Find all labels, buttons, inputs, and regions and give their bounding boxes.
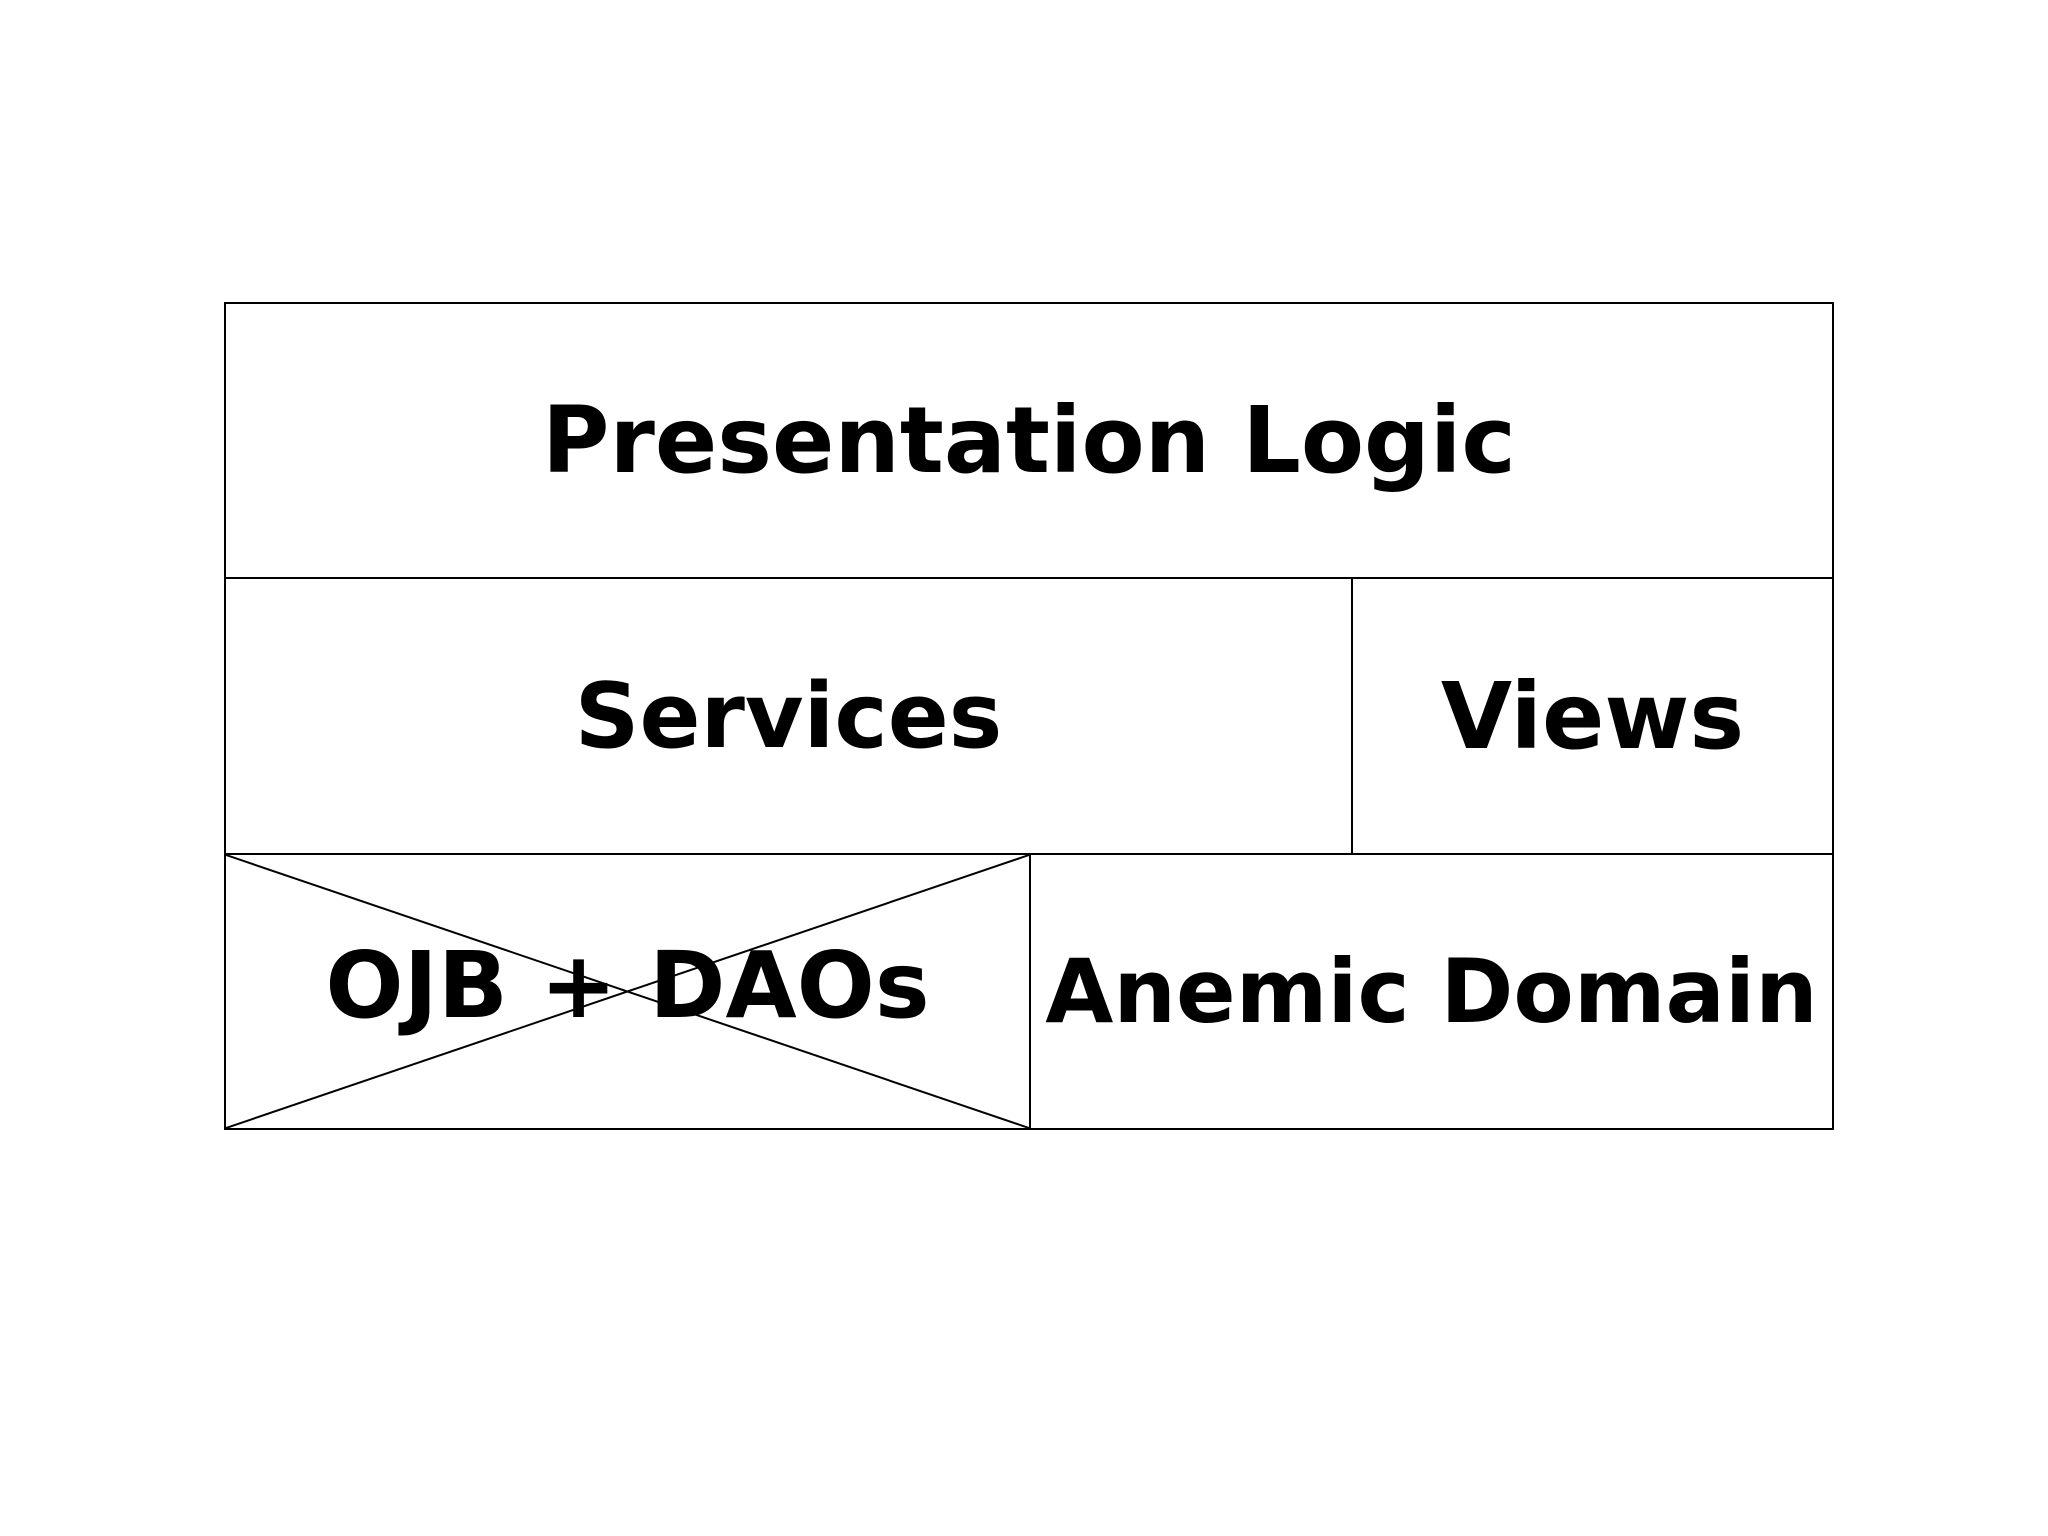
- presentation-logic-layer: Presentation Logic: [224, 302, 1834, 579]
- ojb-daos-layer: OJB + DAOs: [224, 853, 1031, 1130]
- views-layer: Views: [1351, 577, 1834, 855]
- anemic-domain-label: Anemic Domain: [1045, 940, 1818, 1043]
- views-label: Views: [1440, 662, 1745, 770]
- services-label: Services: [574, 663, 1003, 769]
- ojb-daos-label: OJB + DAOs: [325, 932, 930, 1039]
- anemic-domain-layer: Anemic Domain: [1029, 853, 1834, 1130]
- services-layer: Services: [224, 577, 1353, 855]
- presentation-logic-label: Presentation Logic: [542, 387, 1516, 494]
